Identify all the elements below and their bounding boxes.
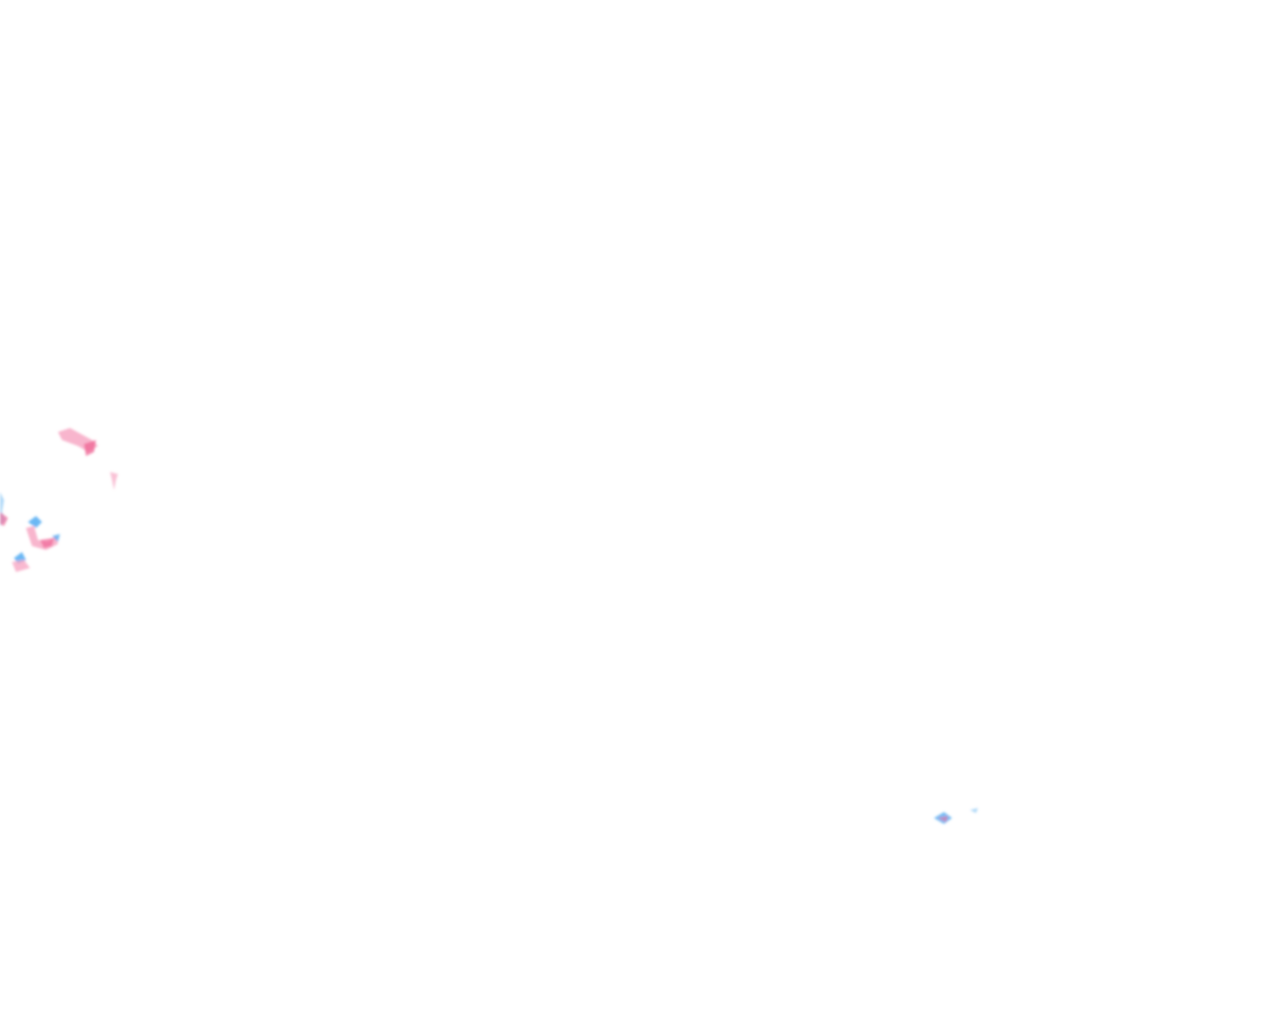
- artifact-stroke-pink-6: [40, 538, 54, 548]
- artifact-stroke-pink-3: [110, 472, 118, 490]
- artifact-cluster-left: [0, 428, 118, 572]
- artifact-stroke-pink-4: [0, 512, 8, 526]
- artifact-stroke-pink-7: [12, 560, 30, 572]
- artifact-cluster-right: [934, 808, 978, 824]
- artifact-stroke-blue-6: [970, 808, 978, 813]
- artifact-stroke-pink-5: [26, 526, 58, 550]
- artifact-stroke-blue-2: [28, 516, 42, 528]
- artifact-stroke-blue-3: [52, 534, 60, 542]
- artifact-stroke-pink-2: [84, 440, 96, 456]
- artifact-stroke-pink-8: [938, 816, 948, 822]
